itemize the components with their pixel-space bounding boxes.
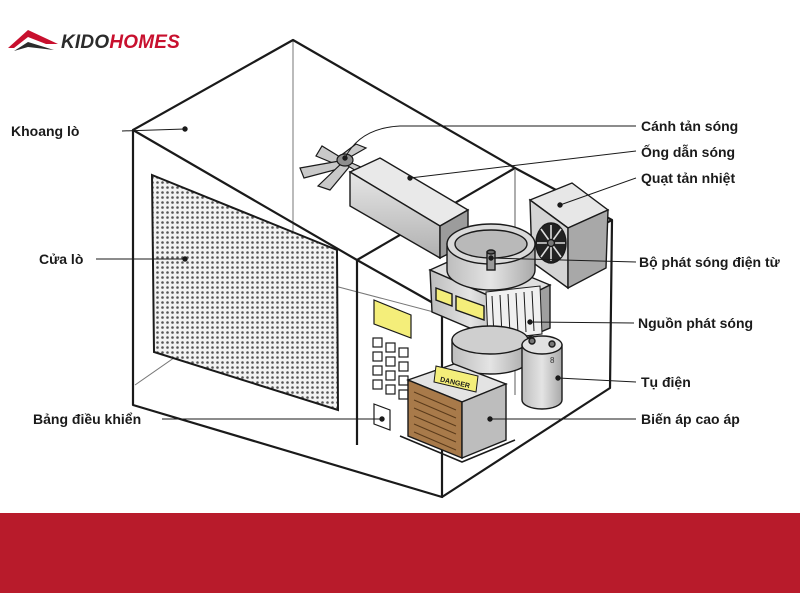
- label-bo-phat-song: Bộ phát sóng điện từ: [639, 254, 780, 270]
- capacitor: 8: [521, 335, 563, 410]
- label-nguon-phat-song: Nguồn phát sóng: [638, 315, 754, 331]
- label-bien-ap: Biến áp cao áp: [641, 411, 740, 427]
- transformer: DANGER: [399, 363, 516, 463]
- label-cua-lo: Cửa lò: [39, 251, 84, 267]
- label-ong-dan-song: Ống dẫn sóng: [641, 144, 736, 160]
- brand-name-part1: KIDO: [61, 32, 110, 53]
- control-panel: [372, 299, 412, 431]
- magnetron: [428, 223, 552, 375]
- label-quat-tan-nhiet: Quạt tản nhiệt: [641, 170, 736, 186]
- leader-lines: [96, 125, 637, 422]
- label-canh-tan-song: Cánh tản sóng: [641, 118, 739, 134]
- svg-text:8: 8: [550, 356, 555, 365]
- cooling-fan: [528, 182, 610, 290]
- door-window: [150, 173, 340, 412]
- brand-name: KIDOHOMES: [61, 32, 180, 54]
- brand-logo: KIDOHOMES: [6, 26, 216, 62]
- brand-name-part2: HOMES: [109, 32, 180, 53]
- label-tu-dien: Tụ điện: [641, 374, 691, 390]
- label-khoang-lo: Khoang lò: [11, 123, 80, 139]
- footer-band: [0, 513, 800, 593]
- brand-swoosh-icon: [8, 30, 58, 51]
- label-bang-dieu-khien: Bảng điều khiển: [33, 411, 142, 427]
